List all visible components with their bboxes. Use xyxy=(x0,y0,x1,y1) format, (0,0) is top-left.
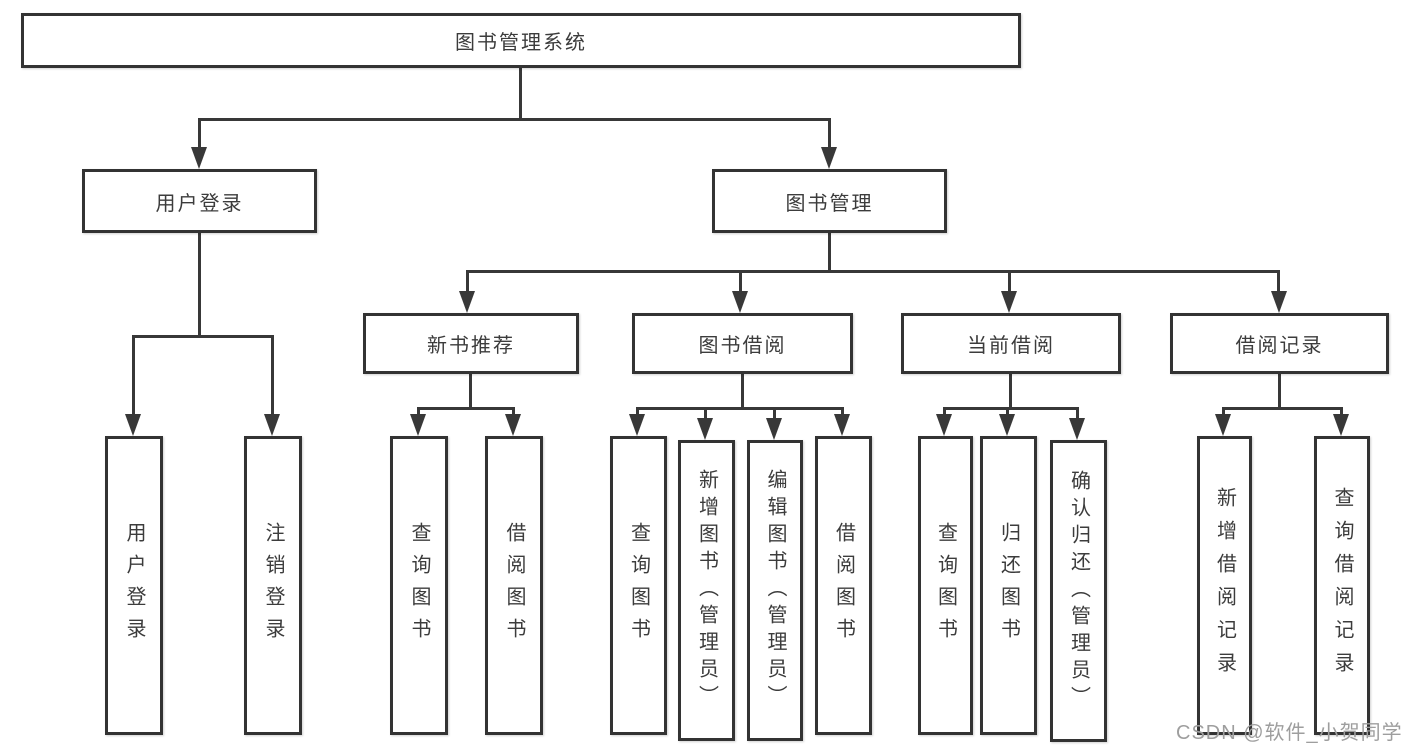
connector-line xyxy=(417,407,515,410)
connector-arrowhead xyxy=(1215,414,1231,436)
node-borrowing-records-label: 借阅记录 xyxy=(1235,335,1324,357)
connector-line xyxy=(1076,407,1079,422)
connector-line xyxy=(1008,270,1011,295)
leaf-query-books-1: 查询图书 xyxy=(390,436,448,735)
connector-line xyxy=(828,233,831,273)
connector-arrowhead xyxy=(1069,418,1085,440)
connector-line xyxy=(1006,407,1009,418)
leaf-borrow-books-1-label: 借阅图书 xyxy=(503,521,525,650)
connector-line xyxy=(469,374,472,410)
node-new-book-recommend-label: 新书推荐 xyxy=(427,335,515,357)
connector-line xyxy=(1009,374,1012,410)
leaf-add-borrow-record-label: 新增借阅记录 xyxy=(1213,486,1236,685)
node-current-borrowing: 当前借阅 xyxy=(901,313,1121,374)
leaf-query-borrow-record: 查询借阅记录 xyxy=(1314,436,1370,735)
connector-arrowhead xyxy=(999,414,1015,436)
connector-line xyxy=(512,407,515,418)
connector-arrowhead xyxy=(629,414,645,436)
connector-arrowhead xyxy=(1001,291,1017,313)
connector-line xyxy=(943,407,946,418)
leaf-confirm-return-admin: 确认归还（管理员） xyxy=(1050,440,1107,742)
connector-arrowhead xyxy=(459,291,475,313)
connector-line xyxy=(417,407,420,418)
node-book-borrowing: 图书借阅 xyxy=(632,313,853,374)
leaf-borrow-books-1: 借阅图书 xyxy=(485,436,543,735)
node-user-login-label: 用户登录 xyxy=(155,192,244,215)
connector-arrowhead xyxy=(410,414,426,436)
node-book-borrowing-label: 图书借阅 xyxy=(698,335,787,357)
connector-line xyxy=(636,407,639,418)
connector-line xyxy=(1222,407,1225,418)
connector-line xyxy=(132,335,135,418)
leaf-query-books-3-label: 查询图书 xyxy=(934,521,957,650)
connector-line xyxy=(636,407,844,410)
connector-line xyxy=(704,407,707,422)
leaf-edit-book-admin: 编辑图书（管理员） xyxy=(747,440,803,741)
leaf-logout-login-label: 注销登录 xyxy=(262,521,284,650)
connector-arrowhead xyxy=(264,414,280,436)
leaf-add-book-admin-label: 新增图书（管理员） xyxy=(695,469,718,712)
connector-line xyxy=(1278,374,1281,410)
leaf-logout-login: 注销登录 xyxy=(244,436,302,735)
connector-line xyxy=(739,270,742,295)
connector-line xyxy=(466,270,1280,273)
leaf-add-borrow-record: 新增借阅记录 xyxy=(1197,436,1252,735)
leaf-query-books-1-label: 查询图书 xyxy=(408,521,430,650)
connector-line xyxy=(466,270,469,295)
leaf-query-books-3: 查询图书 xyxy=(918,436,973,735)
leaf-edit-book-admin-label: 编辑图书（管理员） xyxy=(764,469,786,712)
connector-line xyxy=(1277,270,1280,295)
connector-arrowhead xyxy=(821,147,837,169)
leaf-borrow-books-2: 借阅图书 xyxy=(815,436,872,735)
connector-arrowhead xyxy=(697,418,713,440)
leaf-user-login-label: 用户登录 xyxy=(123,521,145,650)
node-current-borrowing-label: 当前借阅 xyxy=(967,335,1055,357)
connector-arrowhead xyxy=(936,414,952,436)
connector-line xyxy=(271,335,274,418)
leaf-return-books-label: 归还图书 xyxy=(997,521,1020,650)
node-new-book-recommend: 新书推荐 xyxy=(363,313,579,374)
connector-line xyxy=(1222,407,1343,410)
connector-line xyxy=(198,118,831,121)
connector-line xyxy=(198,233,201,338)
node-borrowing-records: 借阅记录 xyxy=(1170,313,1389,374)
leaf-user-login: 用户登录 xyxy=(105,436,163,735)
connector-line xyxy=(132,335,274,338)
connector-arrowhead xyxy=(766,418,782,440)
connector-line xyxy=(198,118,201,152)
connector-arrowhead xyxy=(125,414,141,436)
node-book-management: 图书管理 xyxy=(712,169,947,233)
leaf-query-borrow-record-label: 查询借阅记录 xyxy=(1331,486,1353,685)
node-library-system-label: 图书管理系统 xyxy=(455,32,587,54)
connector-arrowhead xyxy=(732,291,748,313)
connector-arrowhead xyxy=(1271,291,1287,313)
node-user-login: 用户登录 xyxy=(82,169,317,233)
connector-line xyxy=(741,374,744,410)
leaf-borrow-books-2-label: 借阅图书 xyxy=(832,521,855,650)
watermark: CSDN @软件_小贺同学 xyxy=(1176,722,1403,744)
leaf-query-books-2-label: 查询图书 xyxy=(627,521,650,650)
connector-line xyxy=(773,407,776,422)
node-book-management-label: 图书管理 xyxy=(785,192,874,215)
connector-line xyxy=(1340,407,1343,418)
leaf-return-books: 归还图书 xyxy=(980,436,1037,735)
node-library-system: 图书管理系统 xyxy=(21,13,1021,68)
leaf-query-books-2: 查询图书 xyxy=(610,436,667,735)
connector-arrowhead xyxy=(505,414,521,436)
leaf-add-book-admin: 新增图书（管理员） xyxy=(678,440,735,741)
connector-arrowhead xyxy=(1333,414,1349,436)
connector-line xyxy=(841,407,844,418)
connector-arrowhead xyxy=(834,414,850,436)
leaf-confirm-return-admin-label: 确认归还（管理员） xyxy=(1067,469,1090,713)
connector-line xyxy=(828,118,831,152)
connector-arrowhead xyxy=(191,147,207,169)
connector-line xyxy=(519,68,522,119)
connector-line xyxy=(943,407,1079,410)
